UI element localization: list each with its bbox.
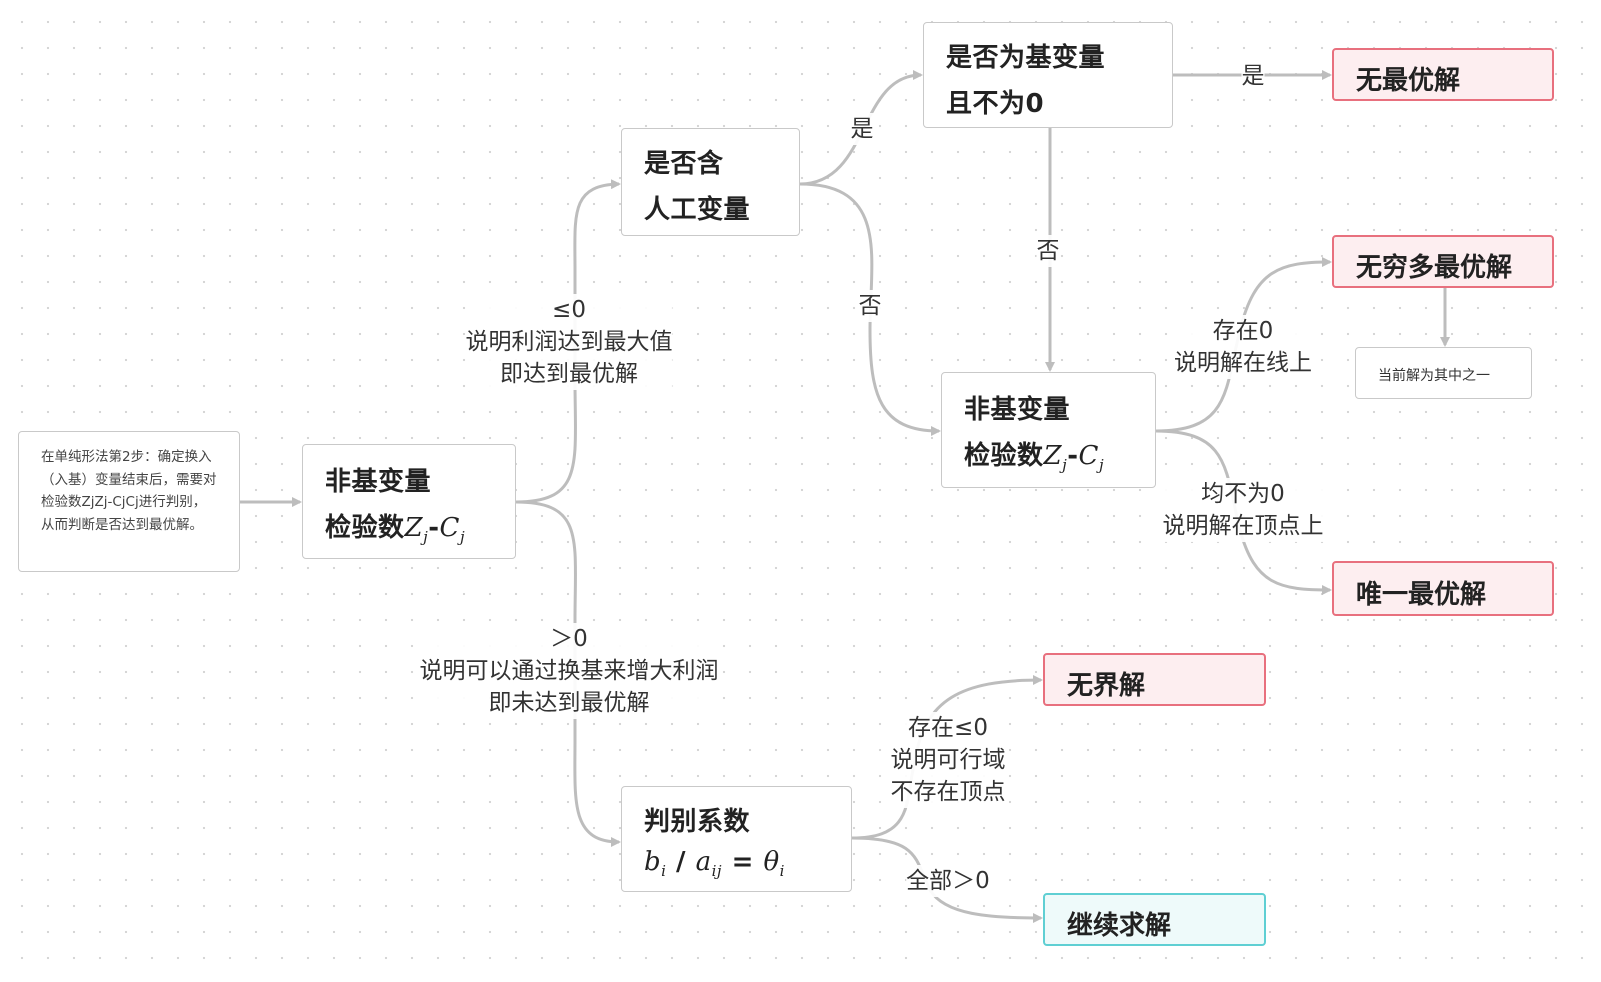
edge-label-exists-zero: 存在0 说明解在线上 xyxy=(1174,315,1312,379)
basic-nonzero-line2: 且不为0 xyxy=(946,89,1045,119)
check-number-formula: 检验数Zj-Cj xyxy=(325,513,466,547)
ratio-node[interactable]: 判别系数 bi / aij = θi xyxy=(621,786,852,892)
edge-label-exists-le-zero-line1: 存在≤0 xyxy=(908,715,988,741)
no-optimal-node[interactable]: 无最优解 xyxy=(1332,48,1554,101)
ratio-formula: bi / aij = θi xyxy=(644,847,785,881)
check-number-title: 非基变量 xyxy=(325,467,432,497)
edge-label-art-yes-text: 是 xyxy=(850,116,874,142)
intro-note-text: 在单纯形法第2步：确定换入（入基）变量结束后，需要对检验数ZjZj-CjCj进行… xyxy=(41,449,217,533)
edge-artificial-to-check2 xyxy=(799,182,941,436)
edge-label-none-zero-line1: 均不为0 xyxy=(1201,481,1285,507)
edge-label-all-gt-zero: 全部＞0 xyxy=(906,865,990,897)
basic-nonzero-node[interactable]: 是否为基变量 且不为0 xyxy=(923,22,1173,128)
edge-label-exists-zero-line1: 存在0 xyxy=(1212,318,1274,344)
edge-check-to-ratio xyxy=(515,500,621,847)
edge-label-basic-yes: 是 xyxy=(1241,60,1265,92)
edge-label-le-zero: ≤0 说明利润达到最大值 即达到最优解 xyxy=(465,294,673,390)
edge-label-art-no: 否 xyxy=(858,290,882,322)
unique-optimal-label: 唯一最优解 xyxy=(1356,580,1487,610)
check-number-2-title: 非基变量 xyxy=(964,395,1071,425)
edge-label-exists-zero-line2: 说明解在线上 xyxy=(1174,350,1312,376)
infinite-optimal-label: 无穷多最优解 xyxy=(1356,253,1513,283)
basic-nonzero-line1: 是否为基变量 xyxy=(946,43,1106,73)
artificial-variable-node[interactable]: 是否含 人工变量 xyxy=(621,128,800,236)
check-number-2-formula: 检验数Zj-Cj xyxy=(964,441,1105,475)
edge-label-basic-no: 否 xyxy=(1036,235,1060,267)
edge-label-exists-le-zero-line3: 不存在顶点 xyxy=(890,779,1006,805)
check-number-node-2[interactable]: 非基变量 检验数Zj-Cj xyxy=(941,372,1156,488)
edge-label-exists-le-zero-line2: 说明可行域 xyxy=(890,747,1006,773)
edge-label-le-zero-line3: 即达到最优解 xyxy=(500,361,638,387)
edge-label-none-zero-line2: 说明解在顶点上 xyxy=(1162,513,1324,539)
edge-label-basic-yes-text: 是 xyxy=(1241,63,1265,89)
edge-label-gt-zero: ＞0 说明可以通过换基来增大利润 即未达到最优解 xyxy=(419,623,719,719)
no-optimal-label: 无最优解 xyxy=(1356,66,1461,96)
artificial-variable-line2: 人工变量 xyxy=(644,195,751,225)
edge-label-all-gt-zero-text: 全部＞0 xyxy=(906,868,990,894)
current-one-node[interactable]: 当前解为其中之一 xyxy=(1355,347,1532,399)
ratio-title: 判别系数 xyxy=(644,807,751,837)
edge-label-gt-zero-line3: 即未达到最优解 xyxy=(488,690,650,716)
continue-label: 继续求解 xyxy=(1067,911,1172,941)
unique-optimal-node[interactable]: 唯一最优解 xyxy=(1332,561,1554,616)
edge-label-art-no-text: 否 xyxy=(858,293,882,319)
edge-label-le-zero-line1: ≤0 xyxy=(552,297,586,323)
edge-label-art-yes: 是 xyxy=(850,113,874,145)
continue-node[interactable]: 继续求解 xyxy=(1043,893,1266,946)
edge-label-none-zero: 均不为0 说明解在顶点上 xyxy=(1162,478,1324,542)
edge-label-basic-no-text: 否 xyxy=(1036,238,1060,264)
edge-label-gt-zero-line2: 说明可以通过换基来增大利润 xyxy=(419,658,719,684)
unbounded-node[interactable]: 无界解 xyxy=(1043,653,1266,706)
current-one-label: 当前解为其中之一 xyxy=(1378,368,1490,384)
artificial-variable-line1: 是否含 xyxy=(644,149,724,179)
edge-label-le-zero-line2: 说明利润达到最大值 xyxy=(465,329,673,355)
check-number-node[interactable]: 非基变量 检验数Zj-Cj xyxy=(302,444,516,559)
edge-label-exists-le-zero: 存在≤0 说明可行域 不存在顶点 xyxy=(890,712,1006,808)
edge-label-gt-zero-line1: ＞0 xyxy=(550,626,588,652)
intro-note[interactable]: 在单纯形法第2步：确定换入（入基）变量结束后，需要对检验数ZjZj-CjCj进行… xyxy=(18,431,240,572)
infinite-optimal-node[interactable]: 无穷多最优解 xyxy=(1332,235,1554,288)
unbounded-label: 无界解 xyxy=(1067,671,1146,701)
